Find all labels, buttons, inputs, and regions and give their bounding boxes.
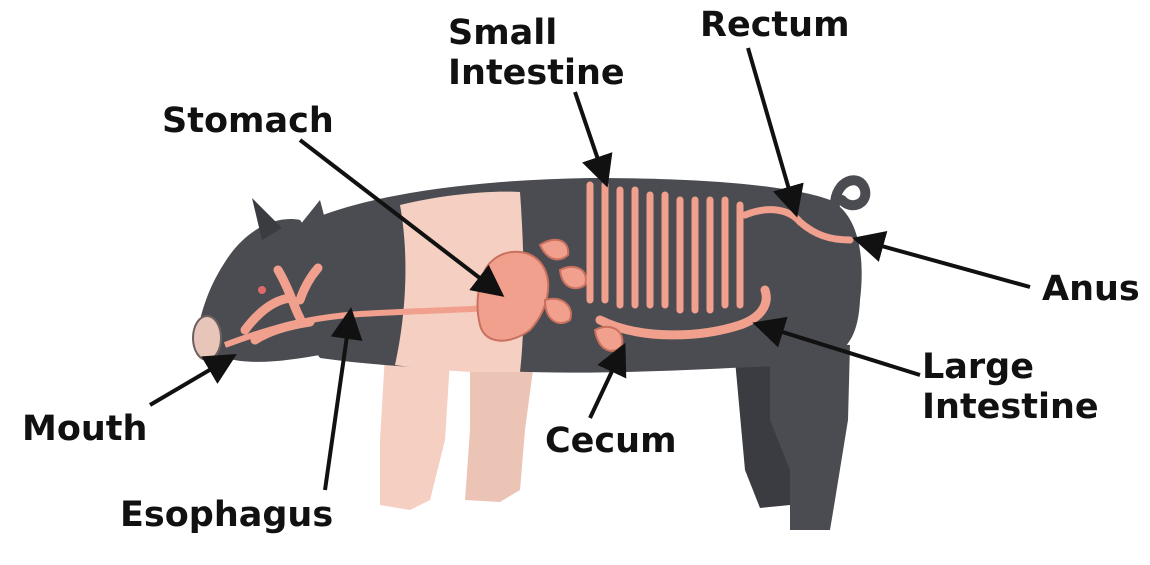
pig-front-leg-near <box>380 355 450 510</box>
arrow-anus <box>860 240 1030 287</box>
label-rectum: Rectum <box>700 5 850 45</box>
label-small-intestine-line2: Intestine <box>448 53 625 93</box>
pig-tail <box>835 180 865 205</box>
arrow-mouth <box>150 358 230 405</box>
label-cecum: Cecum <box>545 421 677 461</box>
label-mouth: Mouth <box>22 409 147 449</box>
pig-front-leg-back <box>465 355 535 502</box>
pig-snout <box>193 316 221 360</box>
label-large-intestine-line2: Intestine <box>922 387 1099 427</box>
arrow-small-intestine <box>575 92 605 180</box>
pig-illustration <box>193 178 865 530</box>
label-anus: Anus <box>1042 269 1140 309</box>
label-large-intestine-line1: Large <box>922 347 1034 387</box>
pig-eye <box>258 286 266 294</box>
label-small-intestine-line1: Small <box>448 13 557 53</box>
label-stomach: Stomach <box>162 101 334 141</box>
label-esophagus: Esophagus <box>120 495 333 535</box>
